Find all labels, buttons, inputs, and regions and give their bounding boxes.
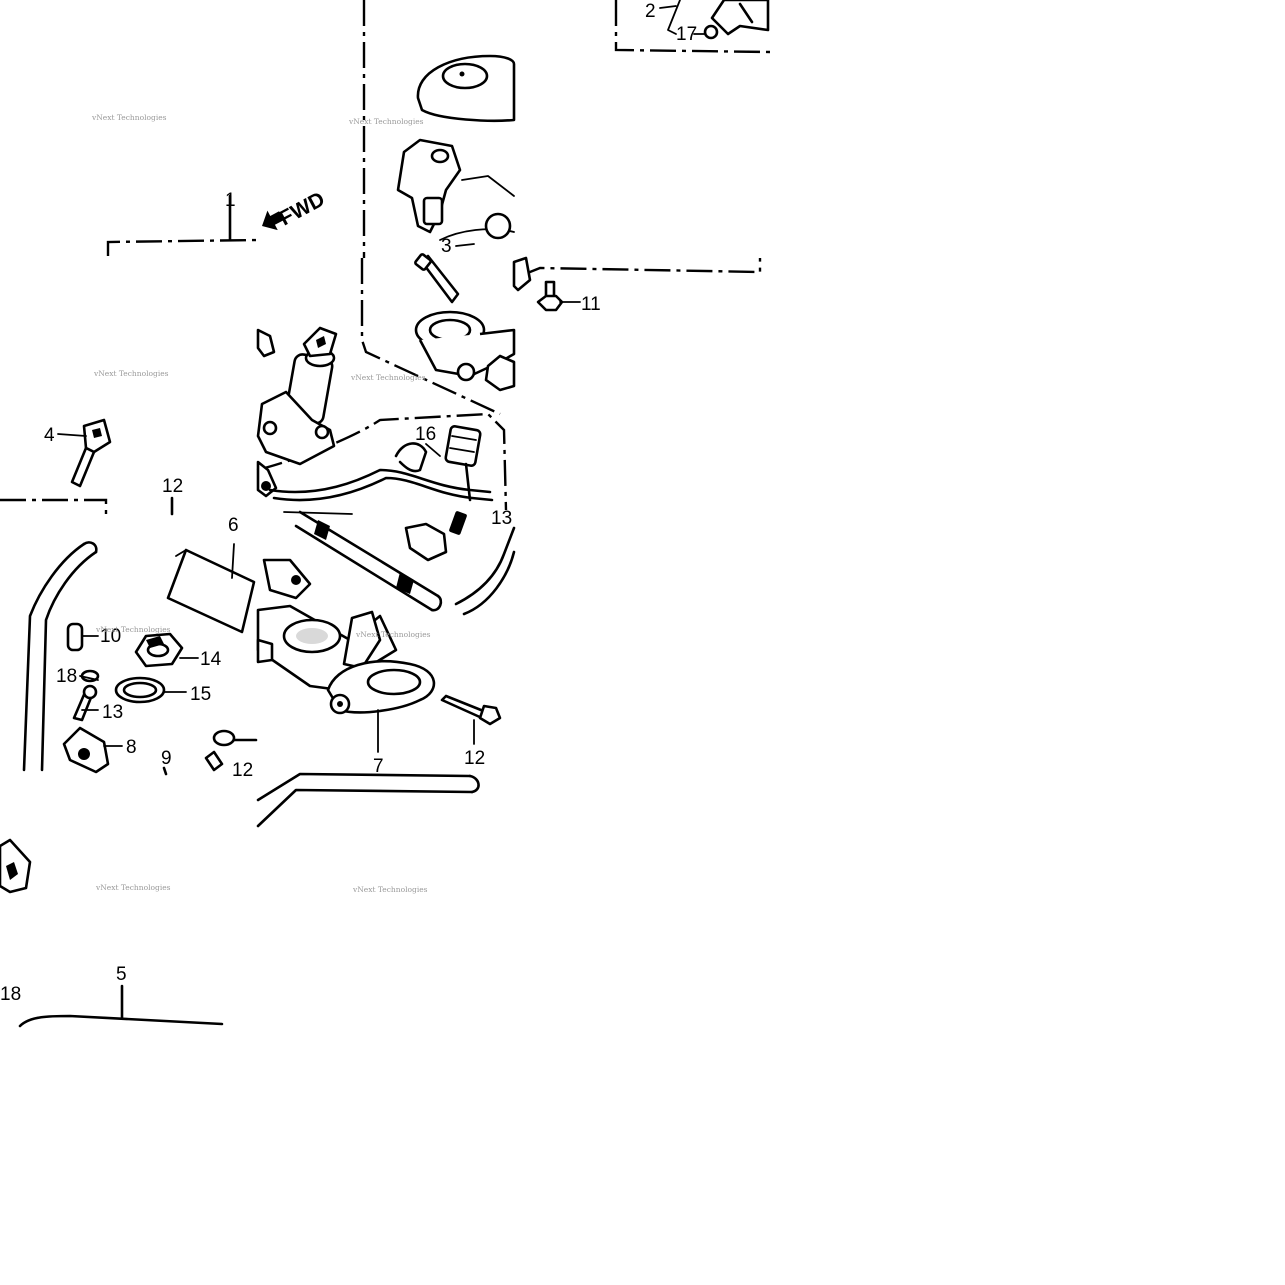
group-bracket-top-right xyxy=(614,0,771,54)
callout-8: 8 xyxy=(126,737,137,758)
watermarks: vNext Technologies vNext Technologies vN… xyxy=(91,113,431,894)
callout-12-top: 12 xyxy=(162,476,183,497)
callout-16: 16 xyxy=(415,424,436,445)
group-bracket-2 xyxy=(360,0,762,416)
callout-13-right: 13 xyxy=(491,508,512,529)
part-bolt-12 xyxy=(440,694,502,726)
part-pin-10 xyxy=(66,622,84,652)
watermark: vNext Technologies xyxy=(355,630,431,639)
callout-5: 5 xyxy=(116,964,127,985)
callout-12-lower: 12 xyxy=(232,760,253,781)
part-clip-small xyxy=(212,729,258,747)
callout-18-left: 18 xyxy=(56,666,77,687)
fwd-arrow-icon xyxy=(262,210,284,231)
callout-12-right: 12 xyxy=(464,748,485,769)
callout-10: 10 xyxy=(100,626,121,647)
callout-11: 11 xyxy=(581,294,601,315)
callout-15: 15 xyxy=(190,684,211,705)
group-bracket-wire xyxy=(256,412,508,511)
callout-13-left: 13 xyxy=(102,702,123,723)
group-bracket-8 xyxy=(0,496,174,516)
part-handlebar-left xyxy=(22,541,98,772)
part-pinch-bolt-assembly xyxy=(703,0,770,40)
group-bracket-1 xyxy=(106,194,259,256)
part-handlebar-centre xyxy=(294,510,516,616)
part-nut-14 xyxy=(134,632,184,668)
part-screw-3 xyxy=(414,253,460,304)
group-bracket-5 xyxy=(18,984,224,1028)
callout-18-bottom: 18 xyxy=(0,984,21,1005)
part-wire-harness xyxy=(268,425,494,515)
part-top-cap xyxy=(416,54,516,122)
part-fork-bridge xyxy=(256,558,436,715)
watermark: vNext Technologies xyxy=(352,885,428,894)
watermark: vNext Technologies xyxy=(91,113,167,122)
part-handlebar-lower xyxy=(256,772,480,828)
part-washer-15 xyxy=(114,676,166,704)
callout-7: 7 xyxy=(373,756,384,777)
part-11-clip xyxy=(512,256,532,292)
part-upper-clamp xyxy=(414,310,516,392)
part-clamp-13-right xyxy=(404,511,467,562)
watermark: vNext Technologies xyxy=(95,883,171,892)
part-key xyxy=(70,418,112,488)
callout-6: 6 xyxy=(228,515,239,536)
callout-17: 17 xyxy=(676,24,697,45)
part-bolt-11 xyxy=(536,280,564,312)
part-switch-cropped xyxy=(0,838,32,894)
watermark: vNext Technologies xyxy=(350,373,426,382)
watermark: vNext Technologies xyxy=(93,369,169,378)
part-rubber-pad xyxy=(166,548,256,634)
leader-lines xyxy=(57,0,705,753)
part-bolt-13-left xyxy=(72,684,98,722)
watermark: vNext Technologies xyxy=(95,625,171,634)
fwd-label: FWD xyxy=(276,188,329,231)
part-switch-8 xyxy=(62,726,110,774)
callout-1: 1 xyxy=(225,190,236,211)
callout-2: 2 xyxy=(645,1,656,22)
callout-9: 9 xyxy=(161,748,172,769)
part-ignition-switch xyxy=(256,326,338,498)
callout-14: 14 xyxy=(200,649,222,670)
part-bolt-12-lower xyxy=(162,750,224,776)
callout-3: 3 xyxy=(441,236,452,257)
watermark: vNext Technologies xyxy=(348,117,424,126)
callout-4: 4 xyxy=(44,425,55,446)
part-switch-housing xyxy=(396,138,515,241)
callouts: 1 2 17 3 11 4 16 12 13 6 10 14 18 15 13 … xyxy=(0,1,697,1005)
